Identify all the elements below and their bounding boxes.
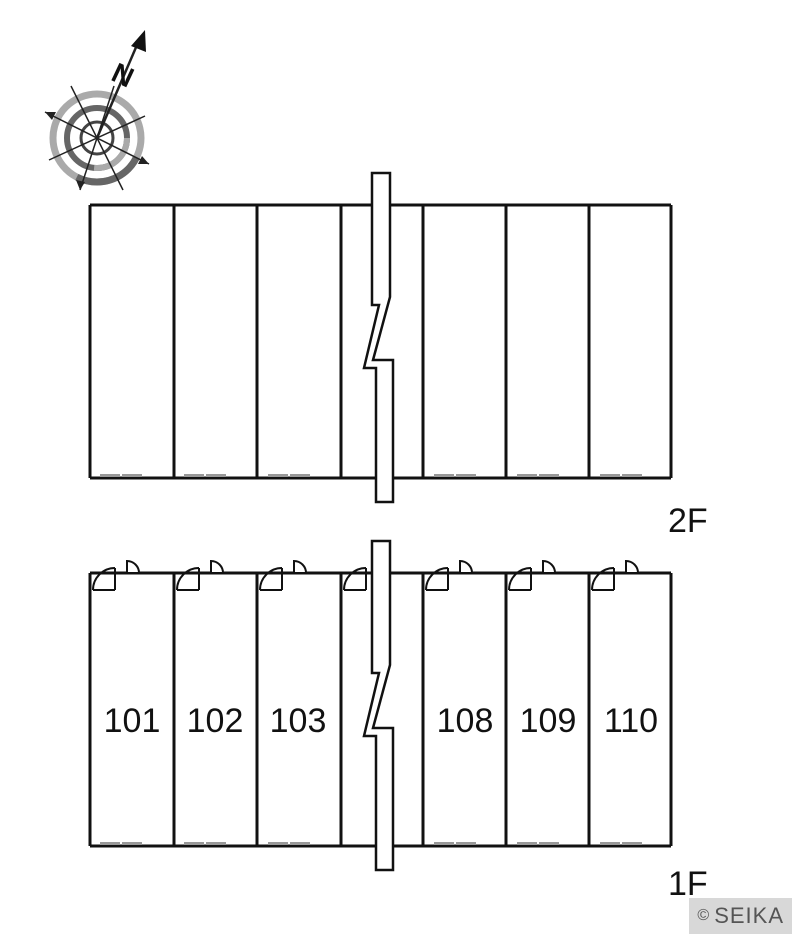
door-icon-109 <box>508 559 557 591</box>
unit-label-110: 110 <box>604 702 658 740</box>
floor-1f-windows <box>100 842 642 845</box>
unit-label-109: 109 <box>520 702 577 740</box>
copyright-symbol: © <box>697 907 711 924</box>
unit-label-101: 101 <box>104 702 161 740</box>
door-icon-108 <box>425 559 474 591</box>
unit-label-102: 102 <box>187 702 244 740</box>
compass-rose-icon: N <box>44 30 150 191</box>
copyright-badge: © SEIKA <box>689 898 792 934</box>
door-icon-110 <box>591 559 640 591</box>
floor-2f-windows <box>100 474 642 477</box>
floor-1f-building: 101 102 103 108 109 110 1F <box>88 539 708 903</box>
break-line-1f <box>362 539 395 872</box>
door-icon-102 <box>176 559 225 591</box>
north-label: N <box>107 57 138 94</box>
copyright-text: SEIKA <box>714 903 784 928</box>
floor-label-1f: 1F <box>668 865 708 903</box>
unit-label-103: 103 <box>270 702 327 740</box>
entrance-doors <box>92 559 640 591</box>
floor-2f-building: 2F <box>88 171 708 540</box>
break-line-2f <box>362 171 395 504</box>
unit-label-108: 108 <box>437 702 494 740</box>
door-icon-103 <box>259 559 308 591</box>
door-icon-104 <box>343 567 367 591</box>
door-icon-101 <box>92 559 141 591</box>
floor-2f-outline <box>88 203 673 480</box>
floor-label-2f: 2F <box>668 502 708 540</box>
